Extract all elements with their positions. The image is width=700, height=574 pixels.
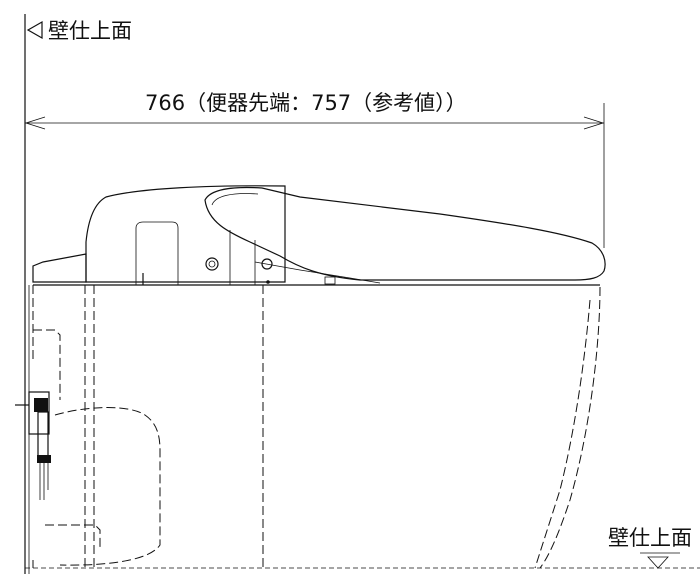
supply-valve <box>37 411 49 461</box>
wall-marker-triangle-icon <box>26 20 43 40</box>
floor-finish-label: 壁仕上面 <box>608 526 692 550</box>
floor-marker-triangle-icon <box>647 556 669 569</box>
button-right <box>261 258 273 270</box>
dimension-arrow-left <box>24 116 46 130</box>
lid <box>204 186 606 281</box>
bowl-trap <box>45 524 101 548</box>
bracket-body <box>34 398 48 412</box>
button-dot <box>266 280 270 284</box>
button-outer-left <box>205 257 219 271</box>
supply-hose <box>39 460 49 500</box>
seat-bumper <box>324 276 336 285</box>
hose-joint <box>37 455 51 463</box>
bowl-outline <box>32 285 601 569</box>
rear-housing <box>85 185 286 283</box>
button-inner-left <box>208 260 216 268</box>
bowl-front-hidden <box>534 299 591 569</box>
dimension-label: 766（便器先端：757（参考値）） <box>145 91 467 115</box>
lid-inner-edge <box>211 193 259 206</box>
dimension-arrow-right <box>583 116 605 130</box>
side-panel <box>135 221 179 285</box>
tank-cover <box>32 253 87 283</box>
supply-bracket <box>28 391 50 435</box>
wall-finish-label: 壁仕上面 <box>48 19 132 43</box>
bowl-inner-curve <box>33 329 161 566</box>
seat-edge <box>254 261 381 284</box>
